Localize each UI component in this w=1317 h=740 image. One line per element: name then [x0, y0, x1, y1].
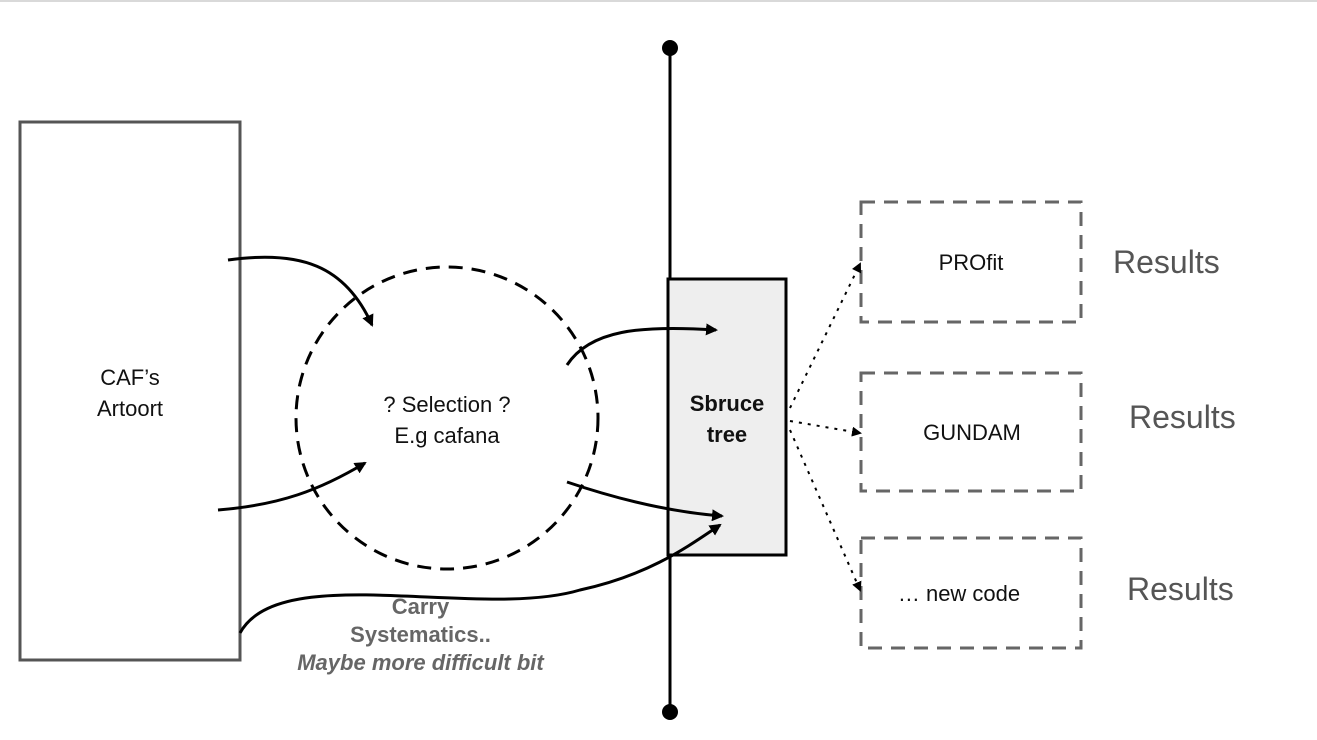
selection-line1: ? Selection ? [383, 392, 511, 417]
output-box-new-code [859, 536, 1083, 650]
output-label-gundam: GUNDAM [923, 420, 1021, 445]
top-divider [0, 0, 1317, 2]
systematics-line2: Systematics.. [350, 622, 491, 647]
source-box-line2: Artoort [96, 396, 164, 421]
systematics-line3: Maybe more difficult bit [297, 650, 544, 675]
results-label-new-code: Results [1127, 571, 1234, 607]
results-label-profit: Results [1113, 244, 1220, 280]
output-label-profit: PROfit [938, 250, 1004, 275]
systematics-note: Carry Systematics.. Maybe more difficult… [258, 593, 583, 677]
output-box-gundam [859, 371, 1083, 493]
dotted-arrow-to-new-code [789, 429, 862, 592]
source-box-line1: CAF’s [100, 365, 160, 390]
selection-label: ? Selection ? E.g cafana [347, 389, 547, 451]
source-box-label: CAF’s Artoort [20, 362, 240, 424]
systematics-line1: Carry [391, 594, 450, 619]
arrow-source-to-tree-systematics [238, 523, 722, 634]
source-box [18, 120, 242, 662]
arrow-source-to-selection-bottom [217, 461, 367, 512]
axis-top-dot [662, 40, 678, 56]
tree-box-line2: tree [706, 422, 748, 447]
arrow-selection-to-tree-top [565, 323, 718, 366]
output-label-new-code: … new code [897, 581, 1021, 606]
results-label-gundam: Results [1129, 399, 1236, 435]
output-box-profit [859, 200, 1083, 324]
selection-line2: E.g cafana [394, 423, 500, 448]
tree-box-label: Sbruce tree [668, 388, 786, 450]
arrow-source-to-selection-top [227, 255, 374, 327]
arrow-selection-to-tree-bottom [566, 480, 724, 522]
tree-box-line1: Sbruce [689, 391, 765, 416]
selection-circle [294, 265, 600, 571]
dotted-arrow-to-profit [789, 262, 861, 409]
dotted-arrow-to-gundam [789, 420, 862, 437]
tree-box [666, 277, 788, 557]
axis-bottom-dot [662, 704, 678, 720]
